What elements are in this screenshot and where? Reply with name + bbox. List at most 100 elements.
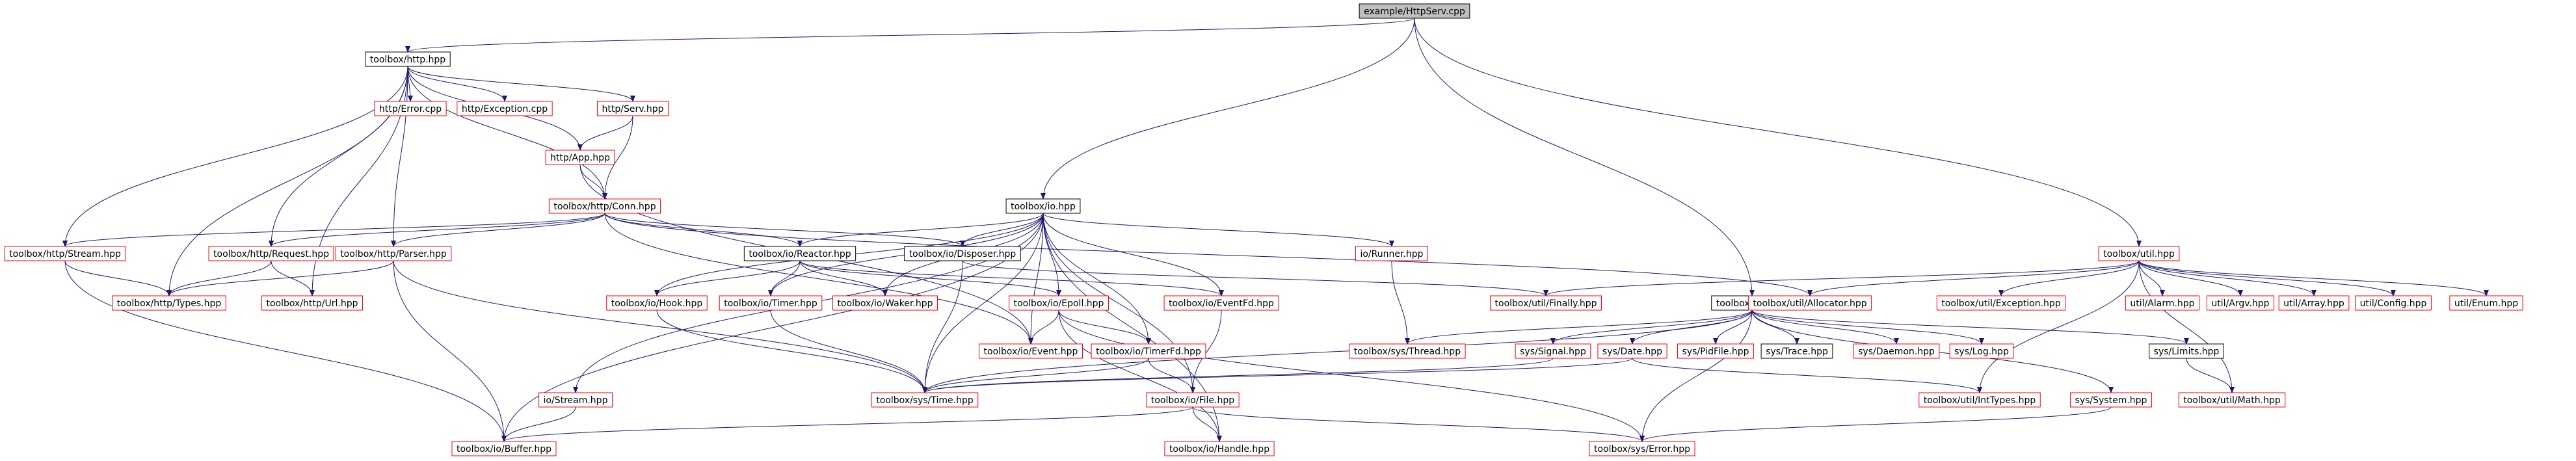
edge-io_hpp-to-io_reactor_hpp <box>797 213 1044 247</box>
edge-io_file_hpp-to-sys_error_hpp <box>1192 406 1645 442</box>
edge-io_file_hpp-to-io_buffer_hpp <box>501 406 1193 442</box>
edge-root-to-io_hpp <box>1041 18 1415 200</box>
node-io-timerfd-hpp[interactable]: toolbox/io/TimerFd.hpp <box>1091 343 1206 359</box>
node-box <box>1146 392 1240 408</box>
node-label: toolbox/util/IntTypes.hpp <box>1924 395 2036 406</box>
edge-io_runner_hpp-to-sys_thread_hpp <box>1391 260 1410 345</box>
node-io-timer-hpp[interactable]: toolbox/io/Timer.hpp <box>719 295 823 311</box>
node-util-array-hpp[interactable]: util/Array.hpp <box>2278 295 2350 311</box>
edge-http_parser_hpp-to-http_types_hpp <box>166 260 394 296</box>
node-io-epoll-hpp[interactable]: toolbox/io/Epoll.hpp <box>1009 295 1109 311</box>
edge-sys_hpp-to-sys_thread_hpp <box>1405 310 1753 345</box>
node-io-reactor-hpp[interactable]: toolbox/io/Reactor.hpp <box>743 246 856 261</box>
node-io-handle-hpp[interactable]: toolbox/io/Handle.hpp <box>1164 441 1275 456</box>
node-box <box>1936 295 2066 311</box>
node-label: toolbox/http/Url.hpp <box>267 298 358 309</box>
node-http-error-cpp[interactable]: http/Error.cpp <box>374 101 447 116</box>
edge-sys_signal_hpp-to-sys_time_hpp <box>922 358 1554 393</box>
node-box <box>451 441 557 456</box>
node-http-url-hpp[interactable]: toolbox/http/Url.hpp <box>261 295 363 311</box>
node-http-app-hpp[interactable]: http/App.hpp <box>545 150 615 165</box>
edge-io_hpp-to-io_runner_hpp <box>1042 213 1394 247</box>
node-box <box>743 246 856 261</box>
node-http-stream-hpp[interactable]: toolbox/http/Stream.hpp <box>4 246 126 261</box>
edge-sys_hpp-to-sys_signal_hpp <box>1550 310 1753 345</box>
node-box <box>1163 295 1279 311</box>
node-http-serv-hpp[interactable]: http/Serv.hpp <box>596 101 669 116</box>
node-sys-signal-hpp[interactable]: sys/Signal.hpp <box>1515 343 1591 359</box>
node-box <box>606 295 708 311</box>
node-io-stream-hpp[interactable]: io/Stream.hpp <box>538 392 613 408</box>
node-util-alarm-hpp[interactable]: util/Alarm.hpp <box>2125 295 2200 311</box>
node-util-inttypes-hpp[interactable]: toolbox/util/IntTypes.hpp <box>1919 392 2041 408</box>
node-util-exception-hpp[interactable]: toolbox/util/Exception.hpp <box>1936 295 2066 311</box>
node-sys-pidfile-hpp[interactable]: sys/PidFile.hpp <box>1677 343 1755 359</box>
node-http-types-hpp[interactable]: toolbox/http/Types.hpp <box>112 295 226 311</box>
node-http-exception-cpp[interactable]: http/Exception.cpp <box>457 101 553 116</box>
node-io-waker-hpp[interactable]: toolbox/io/Waker.hpp <box>832 295 938 311</box>
node-label: util/Config.hpp <box>2360 298 2427 309</box>
node-io-hook-hpp[interactable]: toolbox/io/Hook.hpp <box>606 295 708 311</box>
node-label: toolbox/sys/Thread.hpp <box>1354 347 1461 357</box>
node-box <box>112 295 226 311</box>
node-box <box>979 343 1083 359</box>
node-label: http/Exception.cpp <box>462 104 548 114</box>
edge-io_epoll_hpp-to-io_timerfd_hpp <box>1058 310 1151 345</box>
node-box <box>548 198 661 214</box>
node-box <box>2355 295 2432 311</box>
edge-io_reactor_hpp-to-io_hook_hpp <box>654 260 801 296</box>
node-io-event-hpp[interactable]: toolbox/io/Event.hpp <box>979 343 1083 359</box>
edge-sys_hpp-to-sys_error_hpp <box>1640 310 1753 442</box>
node-sys-trace-hpp[interactable]: sys/Trace.hpp <box>1760 343 1833 359</box>
edge-http_serv_hpp-to-http_conn_hpp <box>602 115 633 200</box>
node-sys-date-hpp[interactable]: sys/Date.hpp <box>1597 343 1667 359</box>
node-box <box>904 246 1021 261</box>
node-util-config-hpp[interactable]: util/Config.hpp <box>2355 295 2432 311</box>
node-http-parser-hpp[interactable]: toolbox/http/Parser.hpp <box>335 246 452 261</box>
node-box <box>457 101 553 116</box>
node-box <box>832 295 938 311</box>
node-label: toolbox/util.hpp <box>2103 249 2175 259</box>
edge-io_disposer_hpp-to-util_finally_hpp <box>962 260 1548 296</box>
node-sys-error-hpp[interactable]: toolbox/sys/Error.hpp <box>1589 441 1695 456</box>
node-sys-time-hpp[interactable]: toolbox/sys/Time.hpp <box>871 392 979 408</box>
node-io-disposer-hpp[interactable]: toolbox/io/Disposer.hpp <box>904 246 1021 261</box>
node-sys-daemon-hpp[interactable]: sys/Daemon.hpp <box>1853 343 1940 359</box>
node-sys-thread-hpp[interactable]: toolbox/sys/Thread.hpp <box>1349 343 1466 359</box>
edge-http_request_hpp-to-http_types_hpp <box>166 260 272 296</box>
node-box <box>1164 441 1275 456</box>
node-box <box>1597 343 1667 359</box>
node-label: toolbox/http/Parser.hpp <box>340 249 447 259</box>
node-io-hpp[interactable]: toolbox/io.hpp <box>1005 198 1081 214</box>
node-box <box>4 246 126 261</box>
node-label: sys/Date.hpp <box>1602 347 1662 357</box>
edge-io_timer_hpp-to-sys_time_hpp <box>770 310 927 393</box>
node-util-hpp[interactable]: toolbox/util.hpp <box>2098 246 2180 261</box>
node-box <box>2098 246 2180 261</box>
node-sys-limits-hpp[interactable]: sys/Limits.hpp <box>2149 343 2224 359</box>
node-util-math-hpp[interactable]: toolbox/util/Math.hpp <box>2178 392 2286 408</box>
node-label: toolbox/io/File.hpp <box>1151 395 1234 406</box>
node-io-runner-hpp[interactable]: io/Runner.hpp <box>1355 246 1429 261</box>
node-util-allocator-hpp[interactable]: toolbox/util/Allocator.hpp <box>1747 295 1872 311</box>
edge-http_serv_hpp-to-http_app_hpp <box>578 115 633 151</box>
node-io-file-hpp[interactable]: toolbox/io/File.hpp <box>1146 392 1240 408</box>
node-http-conn-hpp[interactable]: toolbox/http/Conn.hpp <box>548 198 661 214</box>
edge-io_epoll_hpp-to-io_handle_hpp <box>1058 310 1222 442</box>
edge-root-to-sys_hpp <box>1414 18 1755 296</box>
node-sys-system-hpp[interactable]: sys/System.hpp <box>2070 392 2152 408</box>
node-sys-log-hpp[interactable]: sys/Log.hpp <box>1949 343 2014 359</box>
node-http-hpp[interactable]: toolbox/http.hpp <box>365 51 451 67</box>
node-io-eventfd-hpp[interactable]: toolbox/io/EventFd.hpp <box>1163 295 1279 311</box>
node-io-buffer-hpp[interactable]: toolbox/io/Buffer.hpp <box>451 441 557 456</box>
node-http-request-hpp[interactable]: toolbox/http/Request.hpp <box>208 246 334 261</box>
node-util-enum-hpp[interactable]: util/Enum.hpp <box>2449 295 2523 311</box>
node-util-argv-hpp[interactable]: util/Argv.hpp <box>2206 295 2275 311</box>
node-box <box>596 101 669 116</box>
node-label: toolbox/io/Buffer.hpp <box>457 444 551 454</box>
node-box <box>2149 343 2224 359</box>
edge-util_hpp-to-util_math_hpp <box>2138 260 2235 393</box>
node-util-finally-hpp[interactable]: toolbox/util/Finally.hpp <box>1490 295 1602 311</box>
node-box <box>1677 343 1755 359</box>
edge-http_parser_hpp-to-sys_time_hpp <box>393 260 927 393</box>
